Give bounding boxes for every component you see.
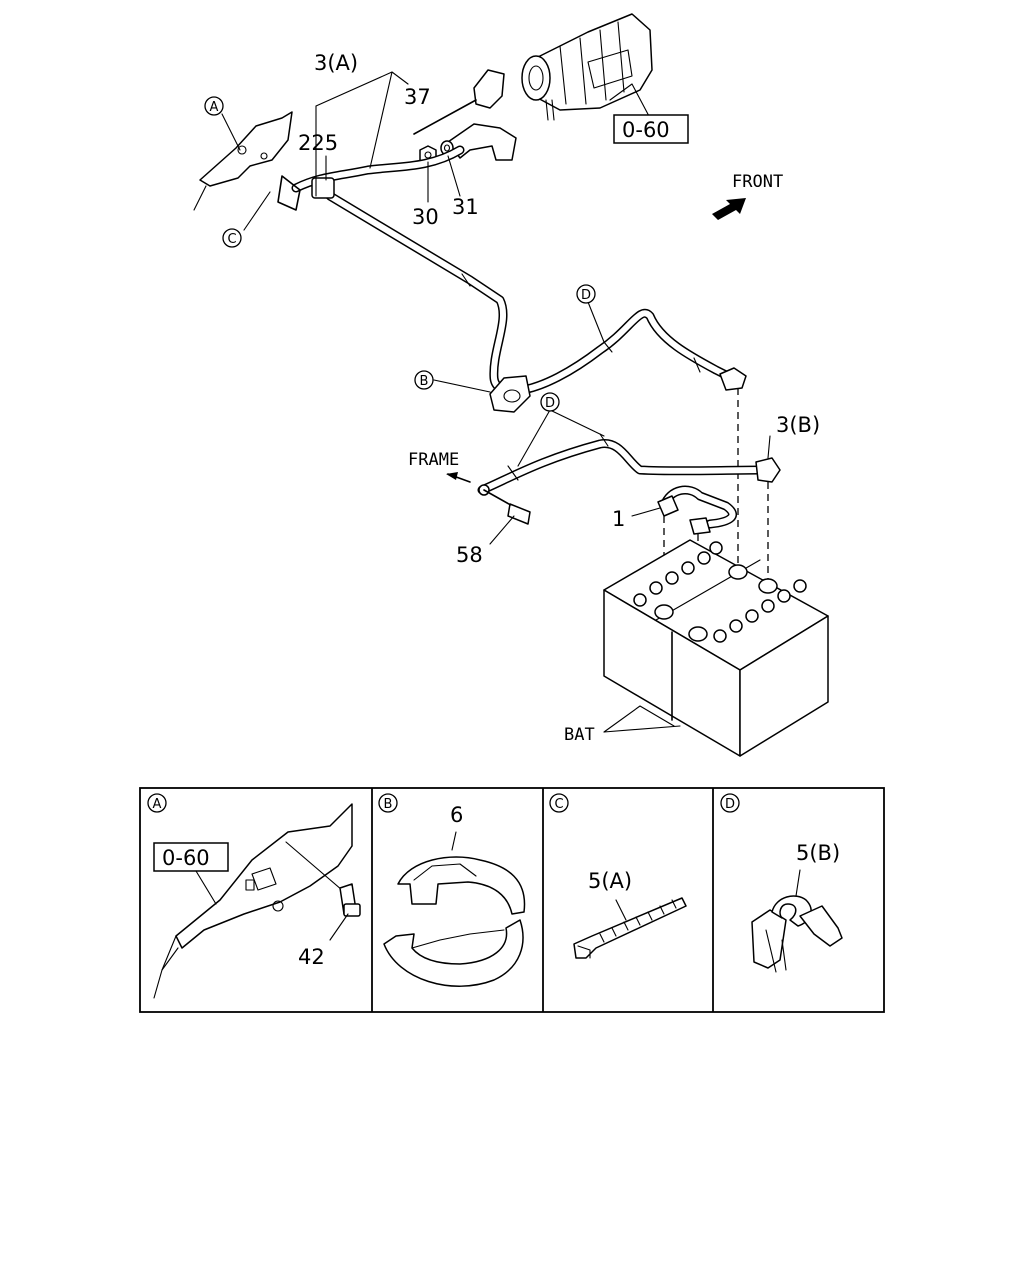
terminal-3a-end <box>719 367 747 566</box>
detail-a-marker: A <box>153 797 162 812</box>
detail-a-ref: 0-60 <box>162 846 210 870</box>
callout-3a: 3(A) <box>314 51 358 75</box>
ref-060-top-text: 0-60 <box>622 118 670 142</box>
callout-31: 31 <box>452 195 479 219</box>
marker-a-top: A <box>204 96 224 116</box>
marker-c-top-text: C <box>227 232 236 247</box>
front-label: FRONT <box>732 172 783 192</box>
bracket-a-top <box>193 111 293 211</box>
detail-panel-b: B 6 <box>378 793 526 987</box>
leader-lines <box>221 71 771 733</box>
callout-1: 1 <box>612 507 625 531</box>
marker-b-top: B <box>414 370 434 390</box>
front-arrow-icon <box>712 198 746 220</box>
detail-b-part: 6 <box>450 803 463 827</box>
battery-caps <box>633 541 807 643</box>
detail-panel-c: C 5(A) <box>549 793 687 959</box>
detail-d-part: 5(B) <box>796 841 840 865</box>
callout-58: 58 <box>456 543 483 567</box>
marker-d-top-2: D <box>540 392 560 412</box>
bolt-58 <box>478 484 531 525</box>
frame-arrow-icon <box>446 472 471 483</box>
detail-d-marker: D <box>725 797 735 812</box>
detail-b-marker: B <box>384 797 393 812</box>
detail-panels <box>139 787 885 1013</box>
detail-panel-d: D 5(B) <box>720 793 843 973</box>
battery <box>603 539 829 757</box>
marker-d-top-2-text: D <box>545 396 555 411</box>
detail-c-marker: C <box>554 797 563 812</box>
marker-b-top-text: B <box>420 374 429 389</box>
detail-a-part: 42 <box>298 945 325 969</box>
battery-posts <box>654 564 778 642</box>
callout-37: 37 <box>404 85 431 109</box>
detail-panel-a: A 0-60 42 <box>147 793 361 999</box>
ref-box-060-top: 0-60 <box>613 114 689 144</box>
cable-1 <box>657 485 737 630</box>
terminal-bracket <box>413 69 517 161</box>
marker-a-top-text: A <box>210 100 219 115</box>
marker-d-top-1: D <box>576 284 596 304</box>
detail-c-part: 5(A) <box>588 869 632 893</box>
starter-motor <box>521 13 653 121</box>
callout-225: 225 <box>298 131 338 155</box>
frame-label: FRAME <box>408 450 459 470</box>
cable-3a <box>277 145 737 396</box>
cable-3b <box>477 433 781 580</box>
marker-d-top-1-text: D <box>581 288 591 303</box>
callout-30: 30 <box>412 205 439 229</box>
bat-label: BAT <box>564 725 595 745</box>
marker-c-top: C <box>222 228 242 248</box>
callout-3b: 3(B) <box>776 413 820 437</box>
clip-b <box>489 375 531 413</box>
